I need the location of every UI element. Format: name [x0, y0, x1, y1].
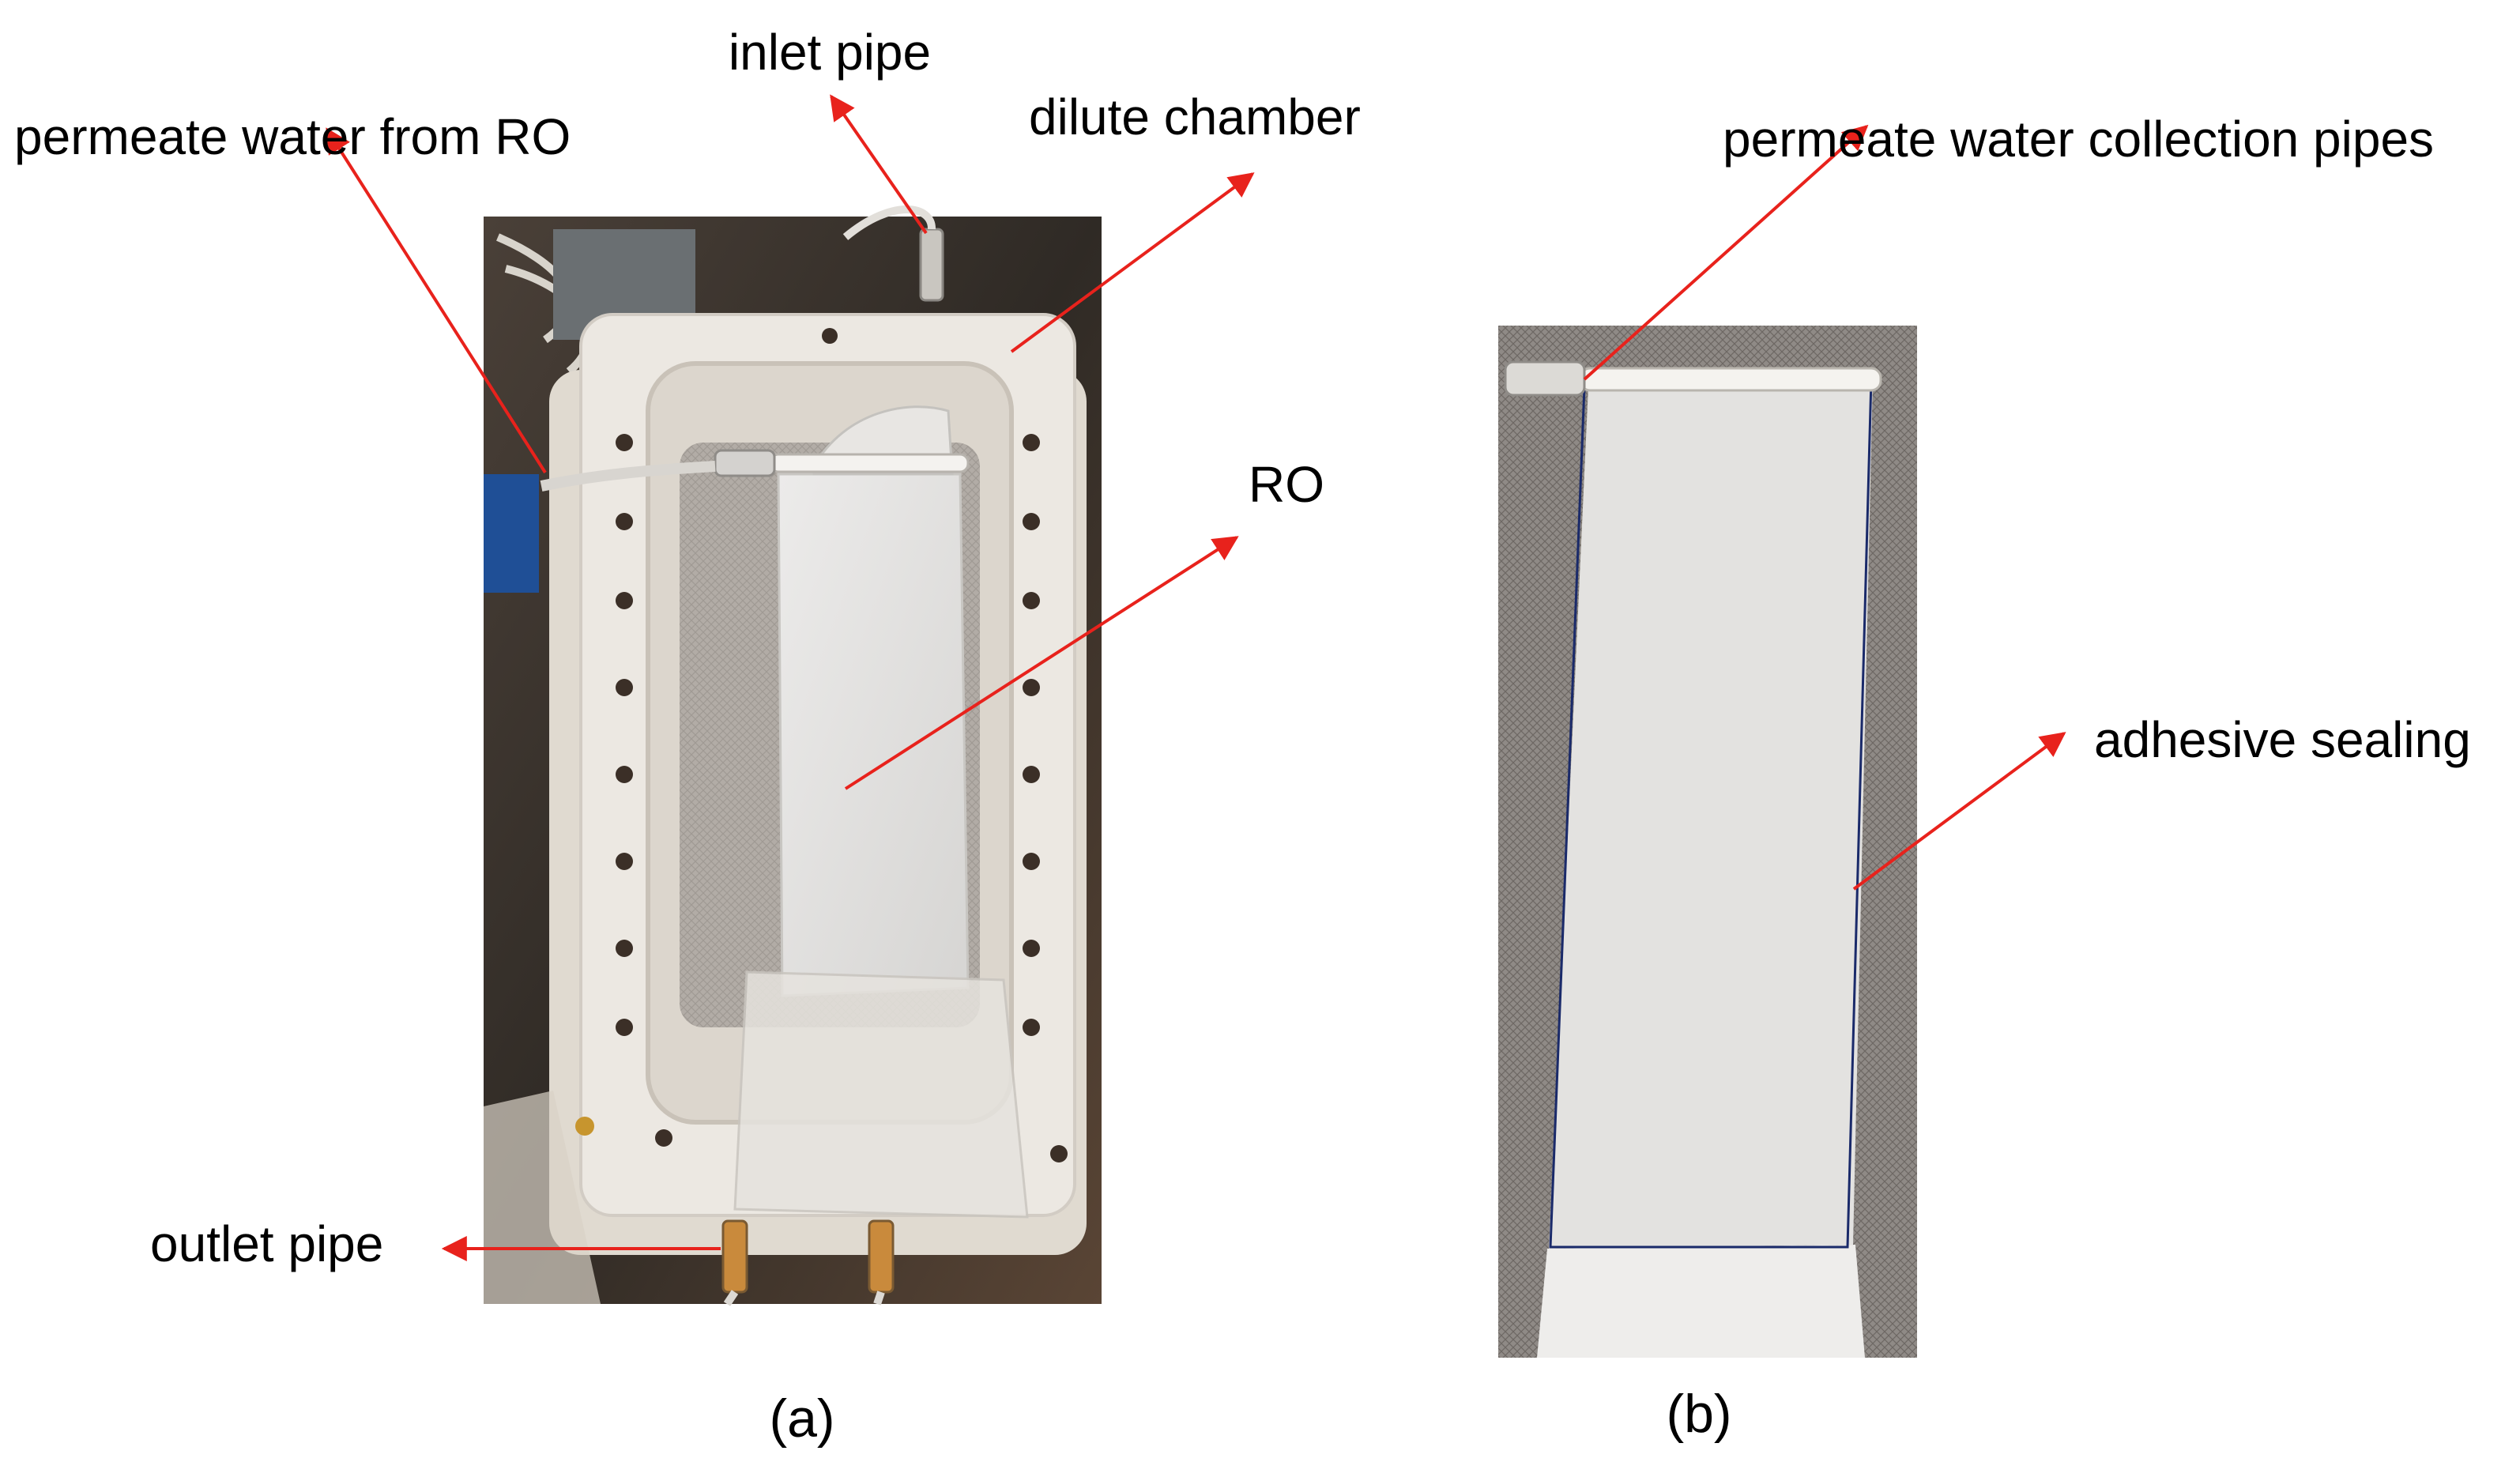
pipe-fitting-b: [1504, 360, 1586, 397]
label-permeate-collection-pipes: permeate water collection pipes: [1723, 111, 2434, 168]
caption-panel-a: (a): [769, 1389, 834, 1449]
arrow-adhesive-sealing: [1852, 732, 2066, 891]
floor-sheet: [484, 1091, 601, 1304]
arrow-ro: [844, 536, 1239, 790]
arrow-dilute-chamber: [1010, 172, 1255, 353]
outlet-fitting-1: [721, 1219, 748, 1294]
caption-panel-b: (b): [1666, 1384, 1731, 1444]
outlet-tube: [723, 1290, 885, 1306]
permeate-tube: [540, 461, 716, 492]
membrane-flap: [733, 970, 1029, 1219]
label-adhesive-sealing: adhesive sealing: [2094, 711, 2471, 768]
arrow-permeate-collection-pipes: [1583, 124, 1869, 381]
label-dilute-chamber: dilute chamber: [1029, 89, 1361, 145]
photo-panel-b: [1498, 326, 1917, 1358]
blue-object: [484, 474, 539, 593]
label-outlet-pipe: outlet pipe: [150, 1215, 383, 1272]
label-ro: RO: [1249, 456, 1324, 513]
outlet-fitting-2: [868, 1219, 895, 1294]
annotation-arrows: [326, 94, 2066, 1261]
ro-membrane: [777, 473, 970, 997]
label-permeate-water-from-ro: permeate water from RO: [14, 108, 571, 165]
alignment-hole: [575, 1117, 594, 1136]
inlet-fitting: [919, 228, 944, 302]
ro-membrane-b: [1549, 379, 1873, 1249]
bolt-holes: [616, 328, 1068, 1162]
inlet-tube: [842, 205, 936, 240]
photo-panel-a: [484, 205, 1102, 1306]
membrane-bottom-strip: [1537, 1245, 1865, 1358]
pipe-fitting-a: [714, 449, 776, 477]
collection-pipe-b: [1579, 367, 1882, 392]
adhesive-sealing-outline: [1549, 379, 1873, 1249]
label-inlet-pipe: inlet pipe: [729, 24, 931, 81]
arrow-permeate-water-from-ro: [326, 127, 547, 474]
arrow-inlet-pipe: [830, 94, 928, 235]
collection-pipe-a: [769, 453, 970, 473]
